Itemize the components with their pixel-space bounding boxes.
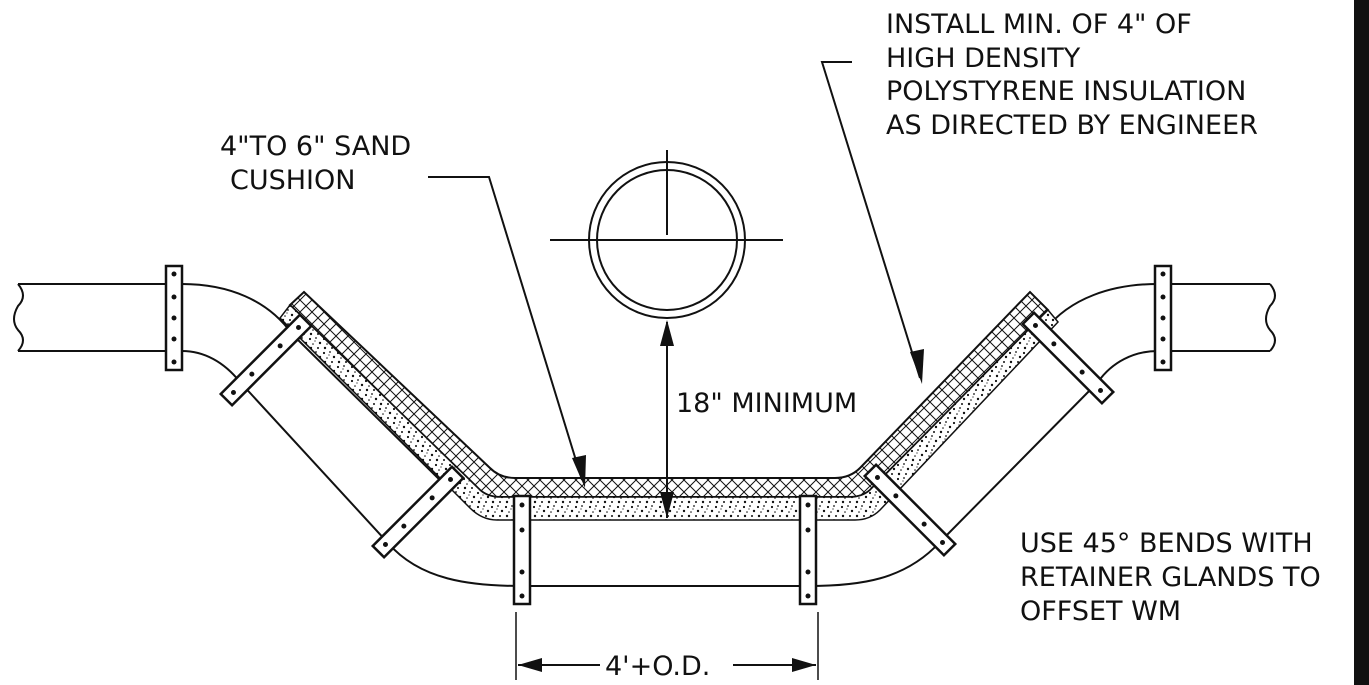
flange-left-lower-bend bbox=[370, 464, 466, 560]
bends-note-line-3: OFFSET WM bbox=[1020, 596, 1181, 627]
flange-right-lower-bend bbox=[862, 462, 958, 558]
left-straight-pipe bbox=[13, 283, 175, 352]
sand-cushion bbox=[279, 303, 1060, 521]
bends-note-line-2: RETAINER GLANDS TO bbox=[1020, 562, 1321, 593]
right-upper-bend bbox=[1044, 283, 1159, 383]
insulation-note: INSTALL MIN. OF 4" OF HIGH DENSITY POLYS… bbox=[886, 9, 1258, 141]
sand-note-line-2: CUSHION bbox=[230, 165, 355, 196]
insulation-note-line-2: HIGH DENSITY bbox=[886, 43, 1081, 74]
left-upper-bend bbox=[181, 283, 293, 383]
sand-note-line-1: 4"TO 6" SAND bbox=[220, 131, 411, 162]
left-diagonal-pipe bbox=[239, 333, 449, 544]
crossing-pipe-section bbox=[550, 150, 783, 319]
clearance-label: 18" MINIMUM bbox=[676, 388, 857, 419]
flange-right-upper-bend bbox=[1020, 310, 1116, 406]
right-straight-pipe bbox=[1163, 283, 1276, 352]
sand-leader bbox=[428, 176, 586, 488]
flange-right-straight bbox=[1153, 264, 1173, 372]
insulation-note-line-3: POLYSTYRENE INSULATION bbox=[886, 76, 1246, 107]
clearance-dimension bbox=[660, 320, 674, 518]
bends-note-line-1: USE 45° BENDS WITH bbox=[1020, 528, 1313, 559]
sand-note: 4"TO 6" SAND CUSHION bbox=[220, 131, 411, 196]
insulation-note-line-4: AS DIRECTED BY ENGINEER bbox=[886, 110, 1258, 141]
flange-left-straight bbox=[164, 264, 184, 372]
bottom-pipe bbox=[387, 517, 941, 587]
width-dimension bbox=[515, 612, 819, 680]
width-dimension-label: 4'+O.D. bbox=[605, 651, 710, 682]
bends-note: USE 45° BENDS WITH RETAINER GLANDS TO OF… bbox=[1020, 528, 1321, 627]
flange-left-upper-bend bbox=[218, 312, 314, 408]
flange-bottom-right bbox=[798, 494, 818, 606]
flange-bottom-left bbox=[512, 494, 532, 606]
insulation-leader bbox=[820, 61, 924, 384]
sheet-border bbox=[1354, 0, 1369, 685]
insulation-note-line-1: INSTALL MIN. OF 4" OF bbox=[886, 9, 1192, 40]
polystyrene-insulation bbox=[288, 290, 1050, 498]
